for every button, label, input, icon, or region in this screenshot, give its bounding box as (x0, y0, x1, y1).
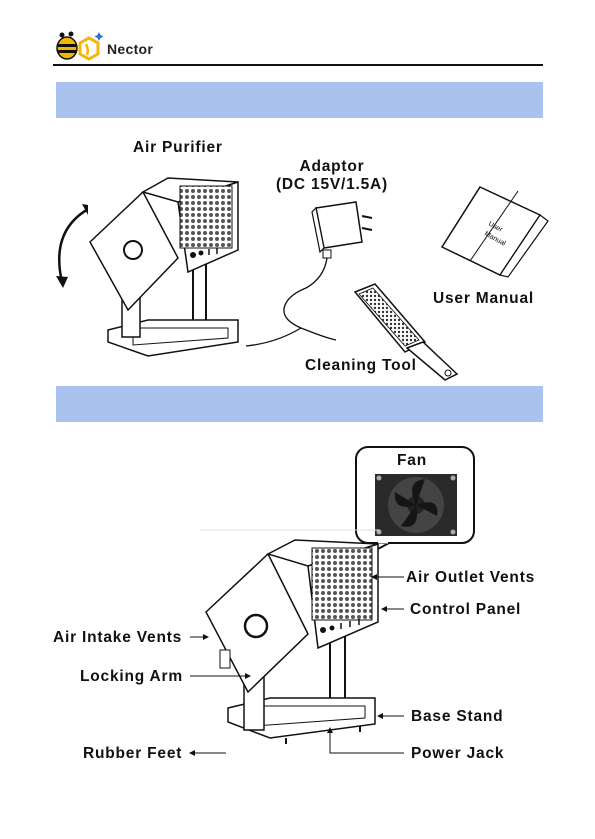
label-air-intake-vents: Air Intake Vents (53, 629, 182, 647)
label-control-panel: Control Panel (410, 601, 521, 619)
label-locking-arm: Locking Arm (80, 668, 183, 686)
label-base-stand: Base Stand (411, 708, 503, 726)
label-rubber-feet: Rubber Feet (83, 745, 182, 763)
label-air-outlet-vents: Air Outlet Vents (406, 569, 535, 587)
label-power-jack: Power Jack (411, 745, 504, 763)
